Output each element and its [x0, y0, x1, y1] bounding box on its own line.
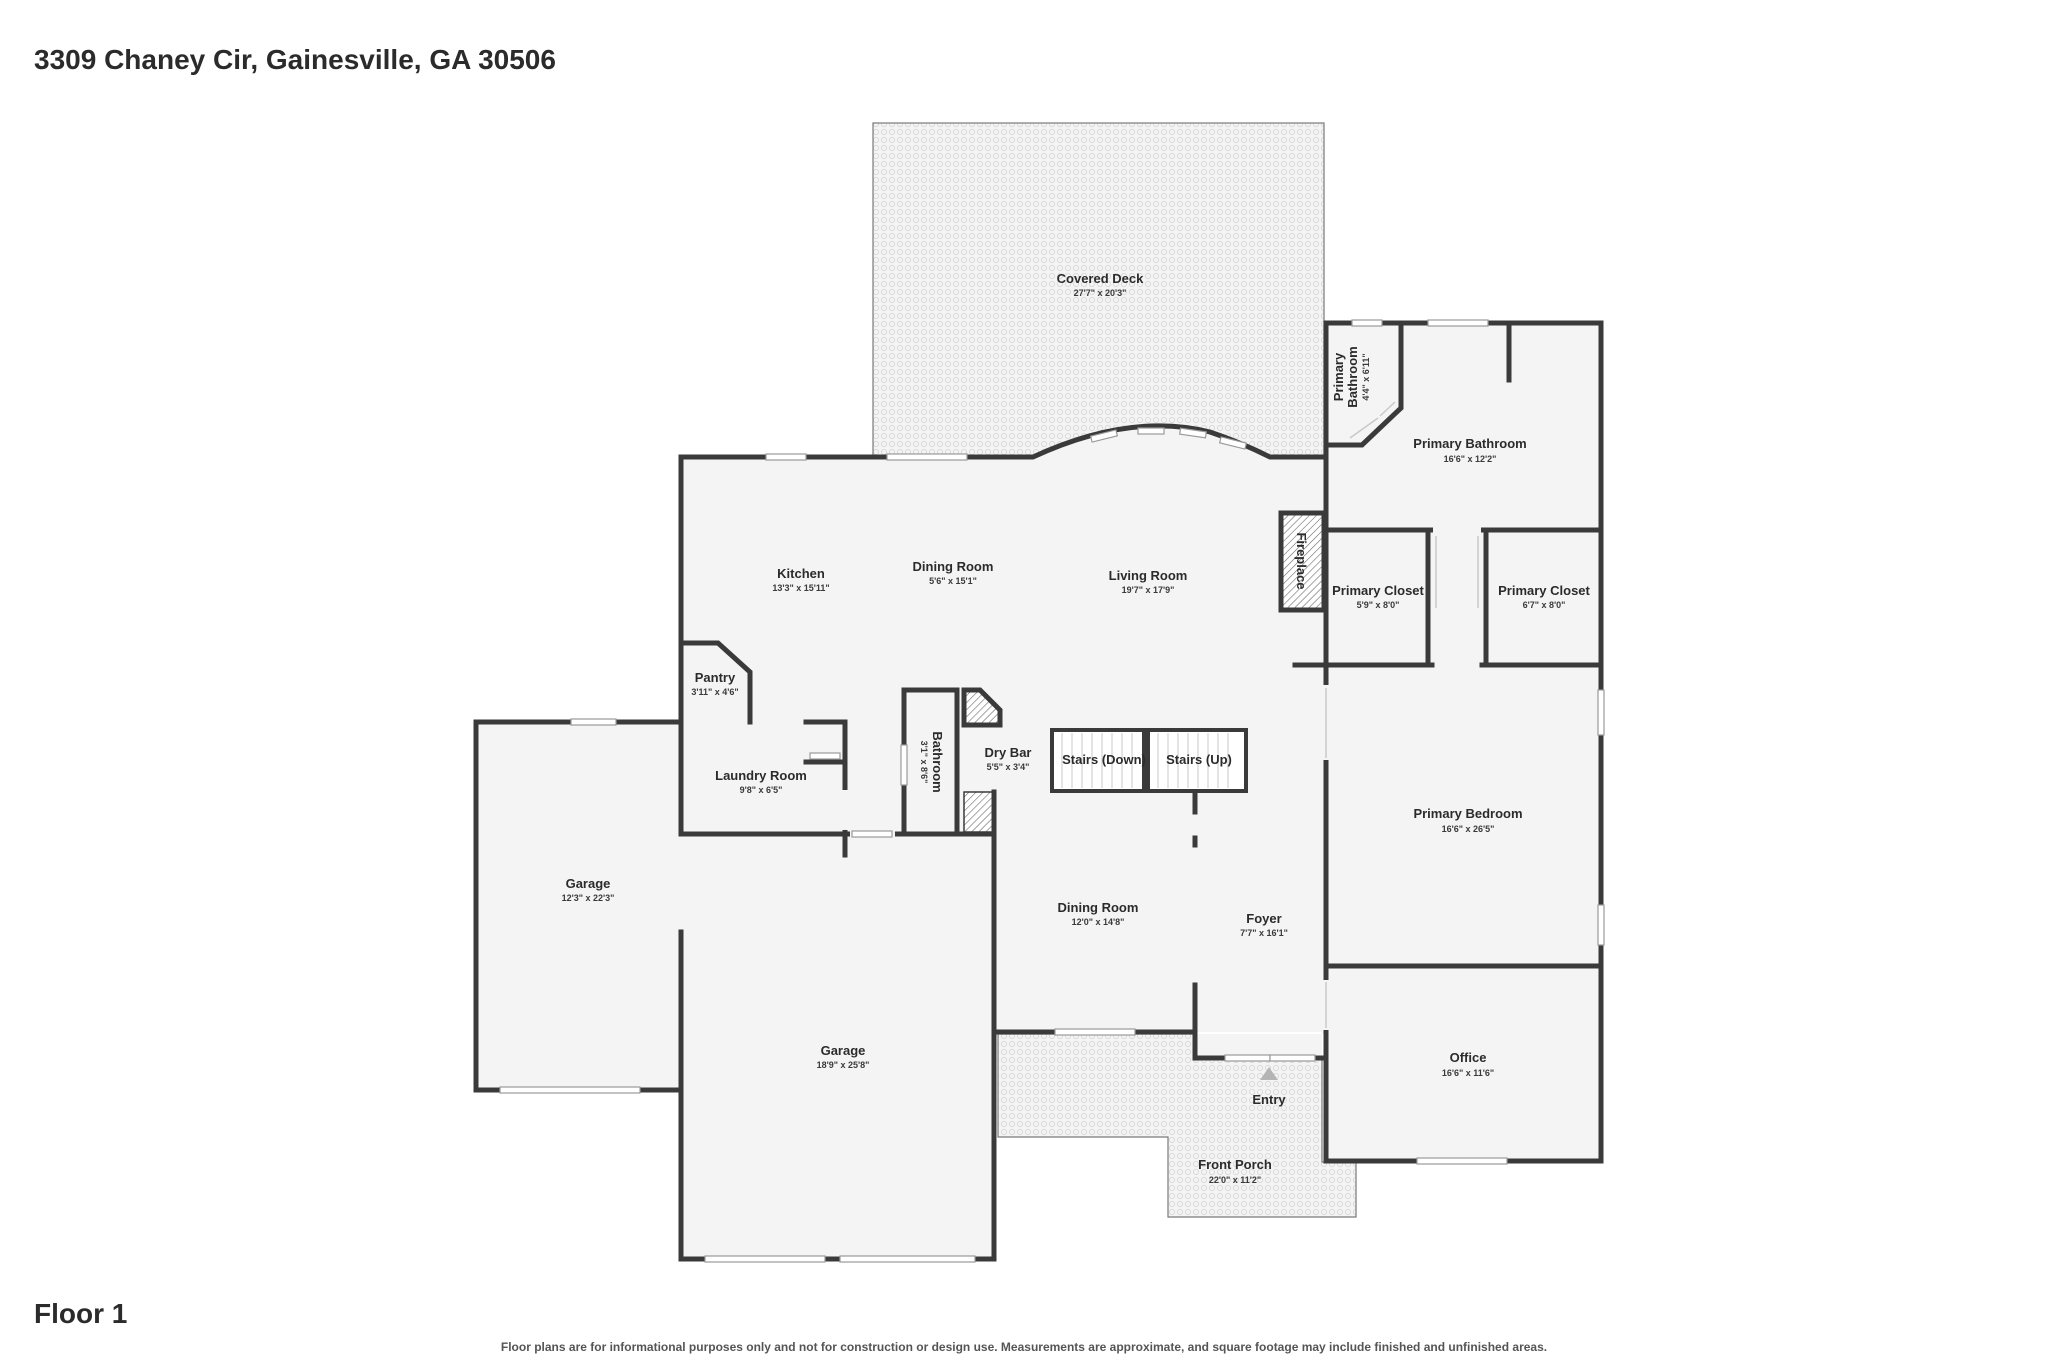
dining-room-lower-label: Dining Room 12'0" x 14'8": [1058, 900, 1139, 927]
front-porch-label: Front Porch 22'0" x 11'2": [1198, 1157, 1272, 1185]
svg-text:3'11" x 4'6": 3'11" x 4'6": [691, 687, 738, 697]
room-labels: Covered Deck 27'7" x 20'3" Primary Bathr…: [562, 271, 1591, 1185]
svg-text:16'6" x 26'5": 16'6" x 26'5": [1442, 824, 1495, 834]
svg-text:18'9" x 25'8": 18'9" x 25'8": [817, 1060, 870, 1070]
stairs-up-label: Stairs (Up): [1166, 752, 1232, 767]
pantry-label: Pantry 3'11" x 4'6": [691, 670, 738, 697]
svg-text:Primary Closet: Primary Closet: [1332, 583, 1424, 598]
office-label: Office 16'6" x 11'6": [1442, 1050, 1494, 1078]
primary-closet-right-label: Primary Closet 6'7" x 8'0": [1498, 583, 1590, 610]
svg-text:Pantry: Pantry: [695, 670, 736, 685]
svg-text:Dry Bar: Dry Bar: [985, 745, 1032, 760]
svg-text:Laundry Room: Laundry Room: [715, 768, 807, 783]
svg-text:Primary Bedroom: Primary Bedroom: [1413, 806, 1522, 821]
svg-text:12'0" x 14'8": 12'0" x 14'8": [1072, 917, 1125, 927]
primary-bath-small-label: Primary Bathroom 4'4" x 6'11": [1331, 346, 1371, 407]
svg-text:6'7" x 8'0": 6'7" x 8'0": [1523, 600, 1566, 610]
entry-arrow-icon: [1260, 1067, 1278, 1080]
svg-text:9'8" x 6'5": 9'8" x 6'5": [740, 785, 783, 795]
svg-text:Primary Bathroom: Primary Bathroom: [1413, 436, 1526, 451]
windows: [499, 319, 1605, 1263]
living-room-label: Living Room 19'7" x 17'9": [1109, 568, 1188, 595]
interior-floor: [476, 323, 1601, 1259]
stairs-down-label: Stairs (Down): [1062, 752, 1146, 767]
svg-text:13'3" x 15'11": 13'3" x 15'11": [772, 583, 829, 593]
svg-text:7'7" x 16'1": 7'7" x 16'1": [1240, 928, 1288, 938]
svg-text:Covered Deck: Covered Deck: [1057, 271, 1144, 286]
floor-label: Floor 1: [34, 1298, 128, 1329]
laundry-room-label: Laundry Room 9'8" x 6'5": [715, 768, 807, 795]
svg-text:12'3" x 22'3": 12'3" x 22'3": [562, 893, 615, 903]
svg-text:5'5" x 3'4": 5'5" x 3'4": [987, 762, 1030, 772]
svg-text:Foyer: Foyer: [1246, 911, 1281, 926]
svg-text:Living Room: Living Room: [1109, 568, 1188, 583]
primary-bedroom-label: Primary Bedroom 16'6" x 26'5": [1413, 806, 1522, 834]
svg-text:Entry: Entry: [1252, 1092, 1286, 1107]
svg-text:16'6" x 11'6": 16'6" x 11'6": [1442, 1068, 1494, 1078]
svg-text:Garage: Garage: [821, 1043, 866, 1058]
property-address: 3309 Chaney Cir, Gainesville, GA 30506: [34, 44, 556, 75]
svg-text:4'4" x 6'11": 4'4" x 6'11": [1361, 353, 1371, 400]
garage-main-label: Garage 18'9" x 25'8": [817, 1043, 870, 1070]
svg-text:Primary: Primary: [1331, 352, 1346, 401]
entry-label: Entry: [1252, 1092, 1286, 1107]
svg-text:Primary Closet: Primary Closet: [1498, 583, 1590, 598]
svg-text:5'9" x 8'0": 5'9" x 8'0": [1357, 600, 1400, 610]
svg-text:16'6" x 12'2": 16'6" x 12'2": [1444, 454, 1497, 464]
svg-text:Stairs (Down): Stairs (Down): [1062, 752, 1146, 767]
fireplace-label: Fireplace: [1294, 532, 1309, 589]
svg-text:3'1" x 8'6": 3'1" x 8'6": [919, 741, 929, 784]
svg-text:Office: Office: [1450, 1050, 1487, 1065]
svg-text:Stairs (Up): Stairs (Up): [1166, 752, 1232, 767]
svg-text:Garage: Garage: [566, 876, 611, 891]
foyer-label: Foyer 7'7" x 16'1": [1240, 911, 1288, 938]
primary-bathroom-label: Primary Bathroom 16'6" x 12'2": [1413, 436, 1526, 464]
kitchen-label: Kitchen 13'3" x 15'11": [772, 566, 829, 593]
svg-text:5'6" x 15'1": 5'6" x 15'1": [929, 576, 977, 586]
garage-left-label: Garage 12'3" x 22'3": [562, 876, 615, 903]
svg-text:Kitchen: Kitchen: [777, 566, 825, 581]
svg-text:Dining Room: Dining Room: [913, 559, 994, 574]
dining-room-upper-label: Dining Room 5'6" x 15'1": [913, 559, 994, 586]
svg-text:19'7" x 17'9": 19'7" x 17'9": [1122, 585, 1175, 595]
svg-text:Front Porch: Front Porch: [1198, 1157, 1272, 1172]
primary-closet-left-label: Primary Closet 5'9" x 8'0": [1332, 583, 1424, 610]
svg-text:22'0" x 11'2": 22'0" x 11'2": [1209, 1175, 1261, 1185]
stairs: [1050, 728, 1248, 793]
covered-deck-area: [872, 122, 1325, 459]
dry-bar-label: Dry Bar 5'5" x 3'4": [985, 745, 1032, 772]
disclaimer-text: Floor plans are for informational purpos…: [500, 1340, 1548, 1354]
svg-text:Bathroom: Bathroom: [1345, 346, 1360, 407]
covered-deck-label: Covered Deck 27'7" x 20'3": [1057, 271, 1144, 298]
svg-text:Fireplace: Fireplace: [1294, 532, 1309, 589]
svg-text:Bathroom: Bathroom: [930, 731, 945, 792]
bathroom-label: Bathroom 3'1" x 8'6": [919, 731, 945, 792]
svg-text:Dining Room: Dining Room: [1058, 900, 1139, 915]
svg-text:27'7" x 20'3": 27'7" x 20'3": [1074, 288, 1127, 298]
